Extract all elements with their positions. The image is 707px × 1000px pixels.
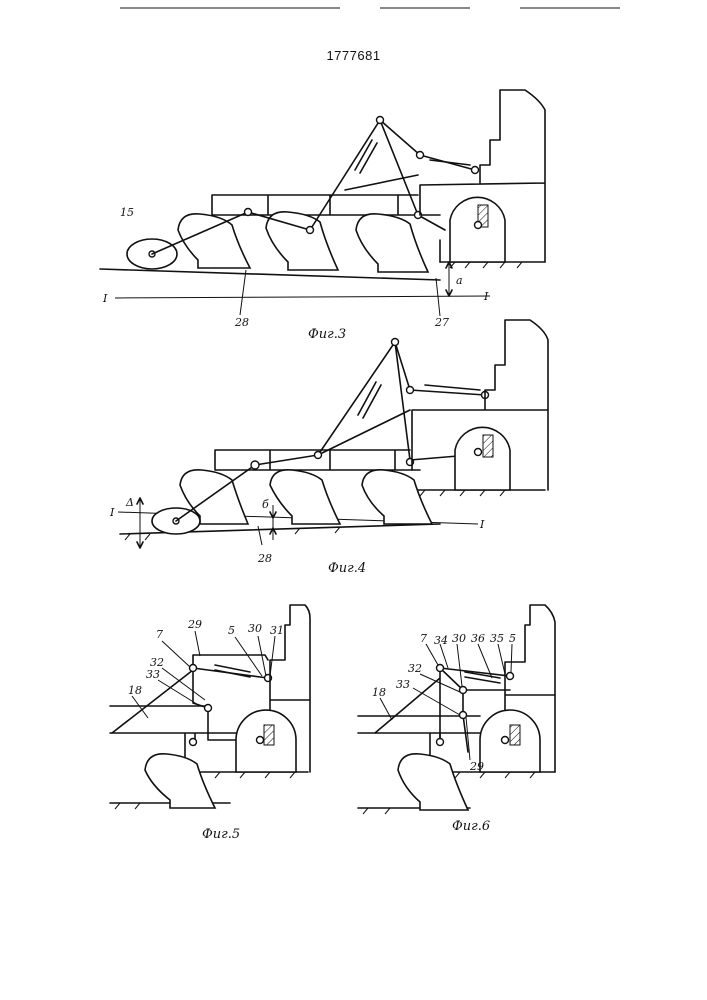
fig6-label-5: 5 — [509, 632, 516, 645]
fig3-ground-hatch — [450, 262, 522, 268]
fig6-label-33: 33 — [396, 678, 410, 691]
fig4-plow-body-3 — [362, 470, 432, 524]
fig3-label-27: 27 — [434, 316, 449, 329]
fig4-label-b: б — [262, 498, 269, 511]
fig3-label-a: a — [456, 274, 463, 287]
fig3-plow-body-1 — [178, 214, 250, 268]
fig4-label-I-left: I — [109, 506, 115, 519]
fig4-caption: Фиг.4 — [328, 561, 366, 576]
fig4-plow-body-2 — [270, 470, 340, 524]
fig6-label-7: 7 — [420, 632, 427, 645]
figure-3: 15 28 27 a I I Фиг.3 — [100, 90, 545, 342]
fig6-caption: Фиг.6 — [452, 819, 490, 834]
fig3-label-28: 28 — [234, 316, 249, 329]
fig6-plow-body — [398, 754, 468, 810]
fig4-label-28: 28 — [257, 552, 272, 565]
fig6-label-32: 32 — [408, 662, 422, 675]
fig4-label-delta: Δ — [125, 496, 134, 509]
fig5-label-5: 5 — [228, 624, 235, 637]
fig5-caption: Фиг.5 — [202, 827, 240, 842]
fig5-label-18: 18 — [128, 684, 142, 697]
fig3-label-I-left: I — [102, 292, 108, 305]
fig6-label-35: 35 — [490, 632, 504, 645]
fig4-label-I-right: I — [479, 518, 485, 531]
fig6-label-30: 30 — [452, 632, 466, 645]
fig5-plow-body — [145, 754, 215, 808]
fig3-plow-body-3 — [356, 214, 428, 272]
fig5-label-31: 31 — [270, 624, 284, 637]
fig6-label-36: 36 — [471, 632, 485, 645]
fig6-label-18: 18 — [372, 686, 386, 699]
fig6-label-34: 34 — [434, 634, 448, 647]
fig5-label-7: 7 — [156, 628, 163, 641]
fig3-line-I — [115, 296, 490, 298]
fig3-caption: Фиг.3 — [308, 327, 346, 342]
fig6-label-29: 29 — [469, 760, 484, 773]
fig5-label-33: 33 — [146, 668, 160, 681]
fig5-label-29: 29 — [187, 618, 202, 631]
figure-6: 7 34 30 36 35 5 32 33 18 29 Фиг.6 — [358, 605, 555, 834]
fig3-label-I-right: I — [483, 290, 489, 303]
fig3-label-15: 15 — [120, 206, 134, 219]
figure-4: Δ б 28 I I Фиг.4 — [109, 320, 548, 576]
figure-5: 7 29 5 30 31 32 33 18 Фиг.5 — [110, 605, 310, 842]
fig5-label-30: 30 — [248, 622, 262, 635]
